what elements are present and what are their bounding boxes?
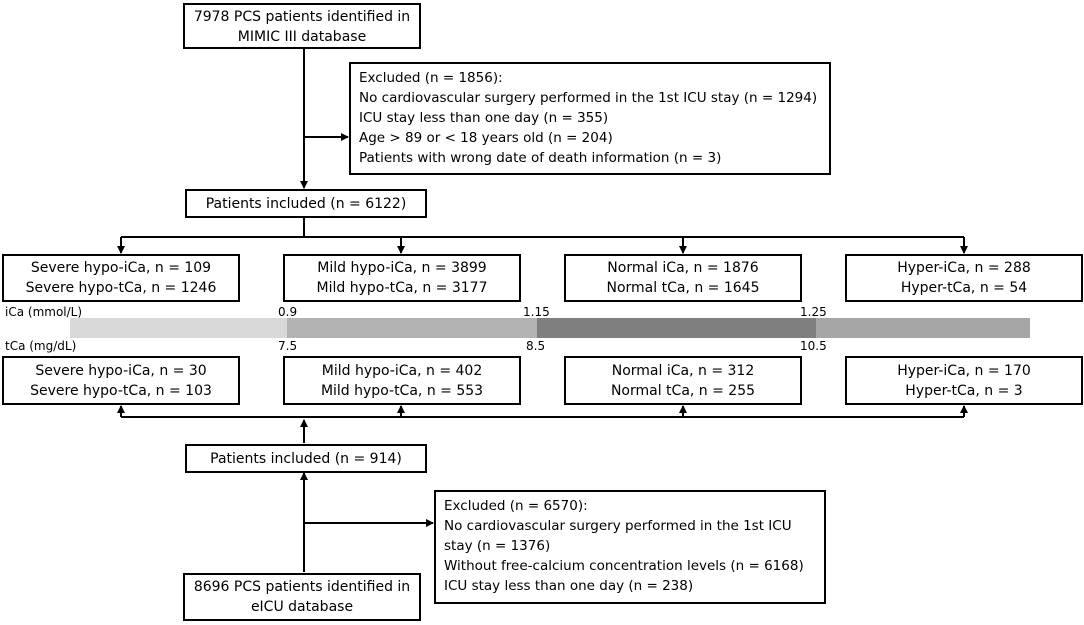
eicu-excluded-reason-3: ICU stay less than one day (n = 238) <box>444 578 694 594</box>
tca-cutoff-1: 7.5 <box>278 339 298 353</box>
eicu-excluded-reason-1b: stay (n = 1376) <box>444 538 551 554</box>
eicu-included-box: Patients included (n = 914) <box>185 444 427 473</box>
eicu-group-hyper: Hyper-iCa, n = 170 Hyper-tCa, n = 3 <box>845 356 1083 405</box>
tca-cutoff-3: 10.5 <box>800 339 827 353</box>
eicu-group-hyper-ica: Hyper-iCa, n = 170 <box>897 363 1031 379</box>
scale-segment-mild-hypo <box>287 318 537 338</box>
mimic-group-hyper-ica: Hyper-iCa, n = 288 <box>897 260 1031 276</box>
mimic-group-mild-hypo: Mild hypo-iCa, n = 3899 Mild hypo-tCa, n… <box>283 254 521 302</box>
mimic-group-normal-tca: Normal tCa, n = 1645 <box>606 280 760 296</box>
mimic-source-line-1: 7978 PCS patients identified in <box>193 9 411 25</box>
mimic-group-normal-ica: Normal iCa, n = 1876 <box>607 260 759 276</box>
ica-cutoff-2: 1.15 <box>523 305 550 319</box>
mimic-excluded-title: Excluded (n = 1856): <box>359 70 503 86</box>
eicu-group-severe-hypo-ica: Severe hypo-iCa, n = 30 <box>35 363 207 379</box>
eicu-group-mild-hypo-ica: Mild hypo-iCa, n = 402 <box>321 363 483 379</box>
eicu-excluded-reason-2: Without free-calcium concentration level… <box>444 558 804 574</box>
mimic-group-mild-hypo-ica: Mild hypo-iCa, n = 3899 <box>317 260 487 276</box>
mimic-group-mild-hypo-tca: Mild hypo-tCa, n = 3177 <box>316 280 488 296</box>
eicu-source-line-2: eICU database <box>250 599 354 615</box>
eicu-excluded-box: Excluded (n = 6570): No cardiovascular s… <box>434 490 826 604</box>
mimic-included-label: Patients included (n = 6122) <box>205 196 407 212</box>
eicu-included-label: Patients included (n = 914) <box>210 451 402 467</box>
eicu-group-hyper-tca: Hyper-tCa, n = 3 <box>905 383 1023 399</box>
scale-segment-severe-hypo <box>70 318 287 338</box>
eicu-group-severe-hypo-tca: Severe hypo-tCa, n = 103 <box>30 383 212 399</box>
mimic-source-box: 7978 PCS patients identified in MIMIC II… <box>183 3 421 49</box>
scale-segment-normal <box>537 318 816 338</box>
eicu-group-severe-hypo: Severe hypo-iCa, n = 30 Severe hypo-tCa,… <box>2 356 240 405</box>
ica-cutoff-3: 1.25 <box>800 305 827 319</box>
eicu-group-normal-ica: Normal iCa, n = 312 <box>611 363 755 379</box>
mimic-excluded-reason-1: No cardiovascular surgery performed in t… <box>359 90 818 106</box>
mimic-group-severe-hypo-ica: Severe hypo-iCa, n = 109 <box>30 260 212 276</box>
ica-axis-label: iCa (mmol/L) <box>5 305 83 319</box>
eicu-excluded-reason-1a: No cardiovascular surgery performed in t… <box>444 518 792 534</box>
eicu-group-mild-hypo-tca: Mild hypo-tCa, n = 553 <box>320 383 484 399</box>
eicu-group-normal: Normal iCa, n = 312 Normal tCa, n = 255 <box>564 356 802 405</box>
mimic-group-hyper-tca: Hyper-tCa, n = 54 <box>900 280 1028 296</box>
tca-axis-label: tCa (mg/dL) <box>5 339 77 353</box>
mimic-included-box: Patients included (n = 6122) <box>185 189 427 218</box>
eicu-excluded-title: Excluded (n = 6570): <box>444 498 588 514</box>
mimic-group-normal: Normal iCa, n = 1876 Normal tCa, n = 164… <box>564 254 802 302</box>
mimic-group-severe-hypo: Severe hypo-iCa, n = 109 Severe hypo-tCa… <box>2 254 240 302</box>
mimic-excluded-box: Excluded (n = 1856): No cardiovascular s… <box>349 62 831 175</box>
ica-cutoff-1: 0.9 <box>278 305 298 319</box>
eicu-group-normal-tca: Normal tCa, n = 255 <box>610 383 756 399</box>
mimic-group-hyper: Hyper-iCa, n = 288 Hyper-tCa, n = 54 <box>845 254 1083 302</box>
eicu-source-box: 8696 PCS patients identified in eICU dat… <box>183 573 421 621</box>
mimic-group-severe-hypo-tca: Severe hypo-tCa, n = 1246 <box>25 280 217 296</box>
eicu-source-line-1: 8696 PCS patients identified in <box>193 579 411 595</box>
mimic-excluded-reason-4: Patients with wrong date of death inform… <box>359 150 722 166</box>
mimic-excluded-reason-2: ICU stay less than one day (n = 355) <box>359 110 609 126</box>
mimic-source-line-2: MIMIC III database <box>237 29 367 45</box>
mimic-excluded-reason-3: Age > 89 or < 18 years old (n = 204) <box>359 130 613 146</box>
tca-cutoff-2: 8.5 <box>526 339 546 353</box>
eicu-group-mild-hypo: Mild hypo-iCa, n = 402 Mild hypo-tCa, n … <box>283 356 521 405</box>
scale-segment-hyper <box>816 318 1030 338</box>
